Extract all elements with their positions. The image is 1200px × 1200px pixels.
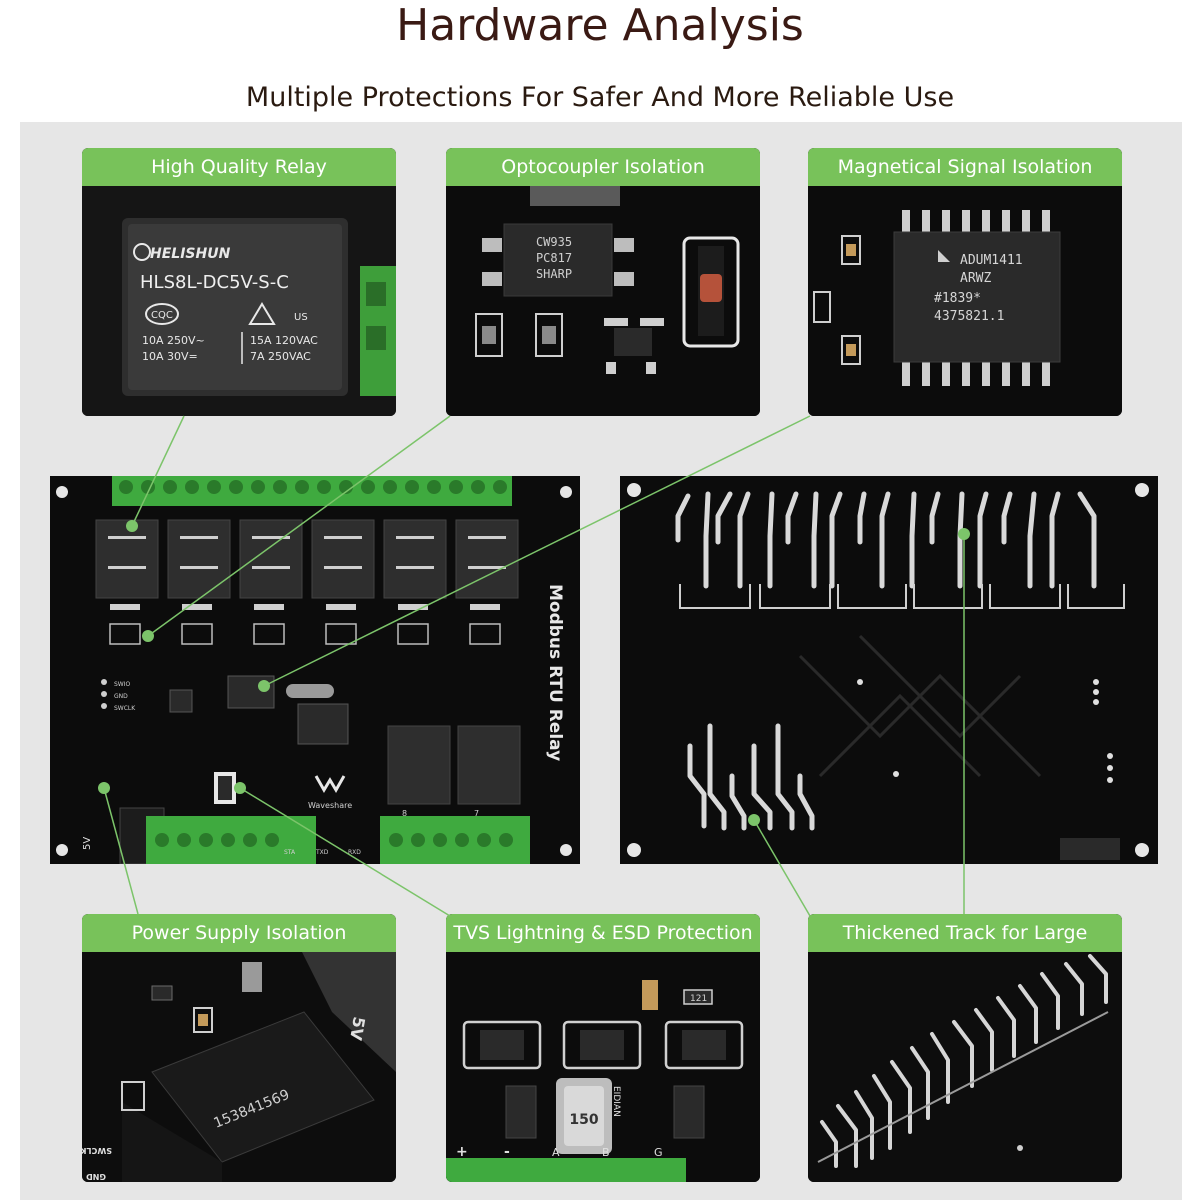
panel-power-supply-isolation: Power Supply Isolation 5V 153841569 SWCL… bbox=[82, 914, 396, 1182]
relay-rating-left-2: 10A 30V= bbox=[142, 350, 198, 363]
relay-rating-left-1: 10A 250V~ bbox=[142, 334, 205, 347]
isolator-chip-line2: ARWZ bbox=[960, 271, 991, 286]
led-label-txd: TXD bbox=[315, 849, 329, 856]
panel-label: TVS Lightning & ESD Protection bbox=[446, 914, 760, 952]
product-stage: High Quality Relay HELISHUN HLS8L-DC5V-S… bbox=[20, 122, 1182, 1200]
isolator-closeup-image: ADUM1411 ARWZ #1839* 4375821.1 bbox=[808, 186, 1122, 416]
pin-minus: - bbox=[504, 1144, 510, 1160]
led-label-rxd: RXD bbox=[348, 849, 361, 856]
isolator-chip-line3: #1839* bbox=[934, 291, 981, 306]
track-closeup-image bbox=[808, 952, 1122, 1182]
power-closeup-image: 5V 153841569 SWCLK GND bbox=[82, 952, 396, 1182]
opto-chip-line1: CW935 bbox=[536, 235, 572, 249]
power-5v-mark: 5V bbox=[346, 1015, 369, 1042]
back-board-svg bbox=[620, 476, 1158, 864]
cqc-mark: CQC bbox=[151, 310, 173, 321]
relay-closeup-image: HELISHUN HLS8L-DC5V-S-C CQC US 10A 250V~… bbox=[82, 186, 396, 416]
gdt-brand: EIDIAN bbox=[611, 1086, 621, 1117]
led-label-sta: STA bbox=[284, 849, 296, 856]
swd-label-swclk: SWCLK bbox=[114, 705, 136, 712]
pin-g: G bbox=[654, 1146, 663, 1159]
pin-a: A bbox=[552, 1146, 560, 1159]
panel-label: Magnetical Signal Isolation bbox=[808, 148, 1122, 186]
gdt-text: 150 bbox=[569, 1112, 598, 1128]
gnd-mark: GND bbox=[86, 1172, 106, 1181]
panel-label: Power Supply Isolation bbox=[82, 914, 396, 952]
isolator-chip-line1: ADUM1411 bbox=[960, 253, 1023, 268]
relay-brand: HELISHUN bbox=[150, 246, 231, 262]
panel-high-quality-relay: High Quality Relay HELISHUN HLS8L-DC5V-S… bbox=[82, 148, 396, 416]
opto-chip-line3: SHARP bbox=[536, 267, 572, 281]
swd-label-gnd: GND bbox=[114, 693, 128, 700]
swd-label-swio: SWIO bbox=[114, 681, 131, 688]
relay-model: HLS8L-DC5V-S-C bbox=[140, 272, 289, 293]
panel-optocoupler-isolation: Optocoupler Isolation CW935 PC817 SHARP bbox=[446, 148, 760, 416]
page-title: Hardware Analysis bbox=[396, 0, 804, 51]
swclk-mark: SWCLK bbox=[82, 1146, 112, 1155]
pin-b: B bbox=[602, 1146, 610, 1159]
channel-label-7: 7 bbox=[474, 809, 479, 818]
front-board-svg: SWIO GND SWCLK 5V Waveshare STA TXD RXD … bbox=[50, 468, 580, 865]
panel-label: Optocoupler Isolation bbox=[446, 148, 760, 186]
panel-label: High Quality Relay bbox=[82, 148, 396, 186]
isolator-chip-line4: 4375821.1 bbox=[934, 309, 1004, 324]
panel-magnetical-signal-isolation: Magnetical Signal Isolation ADUM1411 ARW… bbox=[808, 148, 1122, 416]
resistor-code: 121 bbox=[690, 994, 707, 1004]
tvs-closeup-image: 121 150 EIDIAN + - A B G bbox=[446, 952, 760, 1182]
board-vertical-label: Modbus RTU Relay bbox=[545, 584, 565, 761]
power-5v-label: 5V bbox=[82, 837, 93, 850]
back-board-image bbox=[620, 476, 1158, 864]
relay-rating-right-2: 7A 250VAC bbox=[250, 350, 311, 363]
relay-rating-right-1: 15A 120VAC bbox=[250, 334, 318, 347]
pin-plus: + bbox=[456, 1144, 468, 1160]
brand-label: Waveshare bbox=[308, 801, 352, 810]
optocoupler-closeup-image: CW935 PC817 SHARP bbox=[446, 186, 760, 416]
panel-thickened-track: Thickened Track for Large Current bbox=[808, 914, 1122, 1182]
opto-chip-line2: PC817 bbox=[536, 251, 572, 265]
ul-mark: US bbox=[294, 312, 308, 323]
front-board-image: SWIO GND SWCLK 5V Waveshare STA TXD RXD … bbox=[50, 468, 580, 865]
page-subtitle: Multiple Protections For Safer And More … bbox=[245, 82, 955, 113]
panel-tvs-esd-protection: TVS Lightning & ESD Protection 121 150 E… bbox=[446, 914, 760, 1182]
channel-label-8: 8 bbox=[402, 809, 407, 818]
leader-lines bbox=[98, 415, 970, 917]
